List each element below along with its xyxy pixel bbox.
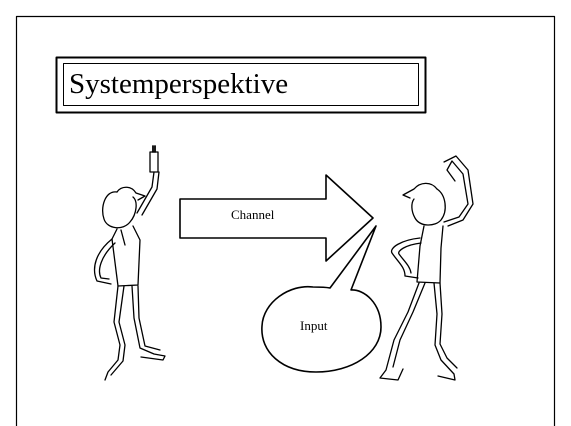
bubble-label: Input [300,318,328,333]
title-banner-inner [63,63,419,106]
title-banner-outer [55,56,427,114]
channel-arrow [179,174,374,262]
slide-title: Systemperspektive [69,68,289,100]
sender-figure [93,145,166,381]
slide-frame [15,15,556,426]
input-speech-bubble [261,225,382,373]
receiver-figure [379,155,474,381]
arrow-label: Channel [231,207,275,222]
